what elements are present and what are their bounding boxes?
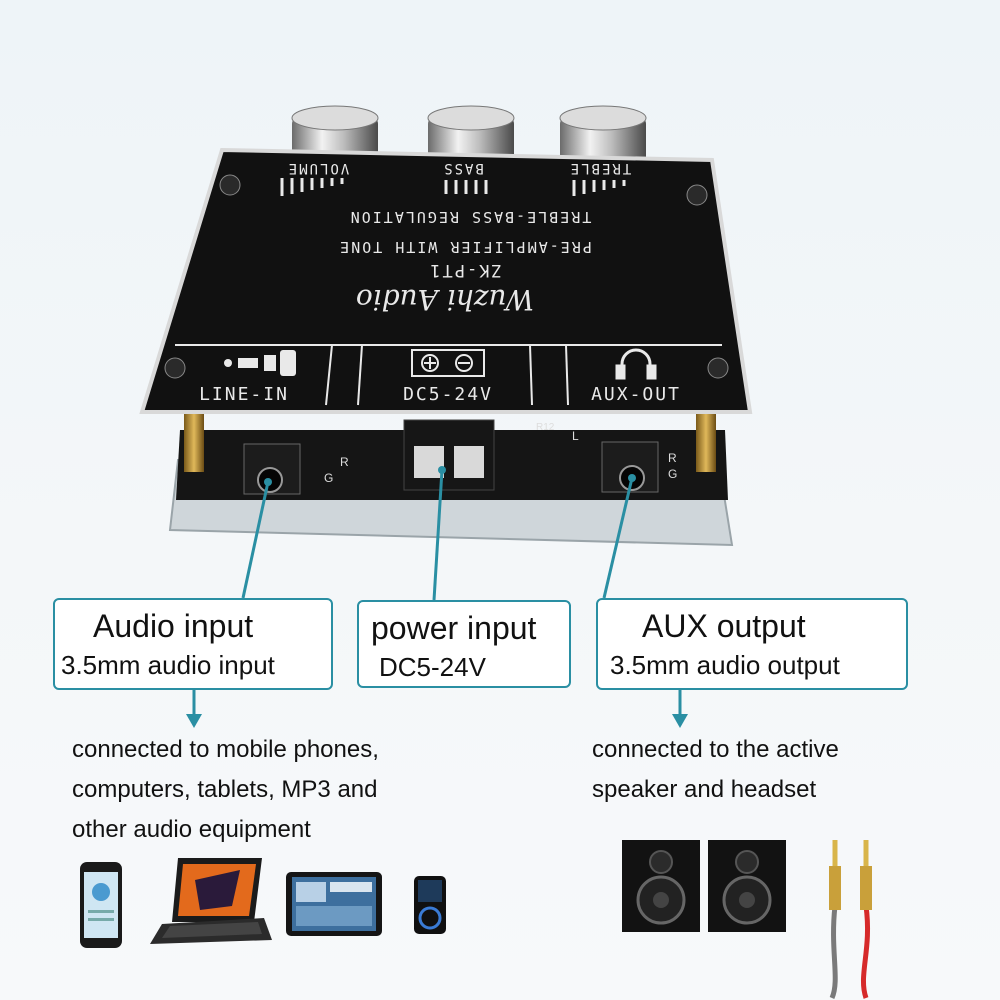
silk-r1: R xyxy=(340,455,349,469)
callout-aux-output-sub: 3.5mm audio output xyxy=(610,650,840,680)
tablet-icon xyxy=(286,872,382,936)
input-desc-line: computers, tablets, MP3 and xyxy=(72,776,378,803)
input-description: connected to mobile phones, computers, t… xyxy=(72,730,379,850)
treble-label: TREBLE xyxy=(569,160,632,176)
board-line-preamp: PRE-AMPLIFIER WITH TONE xyxy=(338,238,592,256)
audio-cable-icon xyxy=(829,840,872,1000)
callout-audio-input-title: Audio input xyxy=(93,608,254,644)
volume-label: VOLUME xyxy=(287,160,350,176)
laptop-icon xyxy=(150,858,272,944)
treble-knob xyxy=(559,105,647,166)
speaker-icon xyxy=(708,840,786,932)
line-in-jack xyxy=(243,443,301,495)
silk-r2: R xyxy=(668,451,677,465)
input-desc-line: other audio equipment xyxy=(72,816,311,843)
power-terminal xyxy=(403,419,495,491)
product-board: VOLUME BASS TREBLE TREBLE-BASS REGULATIO… xyxy=(139,105,753,547)
callout-aux-output-title: AUX output xyxy=(642,608,806,644)
line-in-symbol-icon xyxy=(224,350,296,376)
smartphone-icon xyxy=(80,862,122,948)
arrow-down-icon xyxy=(186,714,202,728)
board-model: ZK-PT1 xyxy=(428,260,501,280)
output-desc-line: speaker and headset xyxy=(592,776,817,803)
output-description: connected to the active speaker and head… xyxy=(592,730,839,810)
input-desc-line: connected to mobile phones, xyxy=(72,736,379,763)
board-line-regulation: TREBLE-BASS REGULATION xyxy=(349,208,592,226)
port-label-aux-out: AUX-OUT xyxy=(591,384,681,405)
output-desc-line: connected to the active xyxy=(592,736,839,763)
bass-label: BASS xyxy=(442,160,484,176)
port-label-line-in: LINE-IN xyxy=(199,384,289,405)
callout-audio-input-sub: 3.5mm audio input xyxy=(61,650,275,680)
callout-aux-output: AUX output 3.5mm audio output xyxy=(596,598,908,690)
arrow-down-icon xyxy=(672,714,688,728)
source-devices xyxy=(80,840,872,1000)
silk-g1: G xyxy=(324,471,333,485)
headphone-symbol-icon xyxy=(615,348,657,380)
callout-connectors xyxy=(186,466,688,728)
silk-g2: G xyxy=(668,467,677,481)
callout-power-input: power input DC5-24V xyxy=(357,600,571,688)
port-label-dc: DC5-24V xyxy=(403,384,493,405)
callout-power-input-sub: DC5-24V xyxy=(379,652,486,682)
silk-r12: R12 xyxy=(536,422,555,433)
callout-audio-input: Audio input 3.5mm audio input xyxy=(53,598,333,690)
callout-power-input-title: power input xyxy=(371,610,537,646)
speaker-icon xyxy=(622,840,700,932)
power-terminal-symbol-icon xyxy=(411,349,485,377)
silk-l: L xyxy=(572,429,579,443)
mp3-player-icon xyxy=(414,876,446,934)
board-brand: Wuzhi Audio xyxy=(356,283,534,316)
